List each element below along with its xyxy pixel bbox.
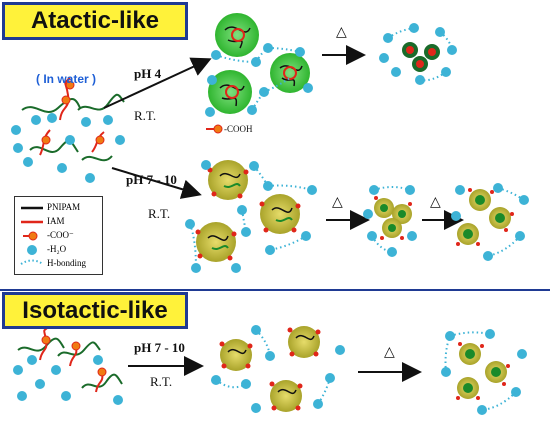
ph710-shrink-1 xyxy=(363,185,417,257)
water-molecules-initial-top xyxy=(11,113,125,183)
header-atactic: Atactic-like xyxy=(2,2,188,40)
iso-collapsed xyxy=(441,329,527,415)
in-water-label: ( In water ) xyxy=(36,72,97,86)
legend-label-water: -H₂O xyxy=(47,244,67,254)
ph4-label: pH 4 xyxy=(134,66,162,81)
legend-coo-swatch xyxy=(23,231,38,241)
legend: PNIPAM IAM -COO⁻ -H₂O H-bonding xyxy=(14,196,103,275)
cooh-legend-inline xyxy=(206,124,223,134)
heat-symbol-3: △ xyxy=(430,195,441,210)
header-isotactic-text: Isotactic-like xyxy=(22,296,168,324)
ph710-shrink-2 xyxy=(451,183,529,261)
heat-symbol-4: △ xyxy=(384,345,395,360)
legend-label-coo: -COO⁻ xyxy=(47,230,74,240)
coo-groups-top xyxy=(41,80,105,145)
water-molecules-initial-bottom xyxy=(13,355,123,405)
ph710-label-bottom: pH 7 - 10 xyxy=(134,340,185,355)
arrow-to-ph4 xyxy=(103,57,212,109)
heat-symbol-1: △ xyxy=(336,25,347,40)
rt-label-3: R.T. xyxy=(150,374,173,389)
ph710-label-top: pH 7 - 10 xyxy=(126,172,177,187)
coo-groups-bottom xyxy=(41,335,107,377)
header-isotactic: Isotactic-like xyxy=(2,292,188,329)
legend-symbols xyxy=(20,206,44,265)
legend-hbond-swatch xyxy=(20,259,44,265)
cooh-label: -COOH xyxy=(224,124,253,134)
arrow-to-ph710 xyxy=(111,167,202,199)
ph4-collapsed xyxy=(379,23,457,85)
initial-chains-bottom xyxy=(17,325,123,393)
rt-label-2: R.T. xyxy=(148,206,171,221)
ph710-aggregate-top xyxy=(185,160,317,273)
legend-label-pnipam: PNIPAM xyxy=(47,202,81,212)
ph4-aggregate xyxy=(205,13,313,117)
legend-label-hbond: H-bonding xyxy=(47,258,86,268)
rt-label-1: R.T. xyxy=(134,108,157,123)
heat-symbol-2: △ xyxy=(332,195,343,210)
header-atactic-text: Atactic-like xyxy=(30,7,160,34)
iso-aggregate xyxy=(211,325,345,413)
legend-label-iam: IAM xyxy=(47,216,65,226)
legend-water-swatch xyxy=(27,245,37,255)
